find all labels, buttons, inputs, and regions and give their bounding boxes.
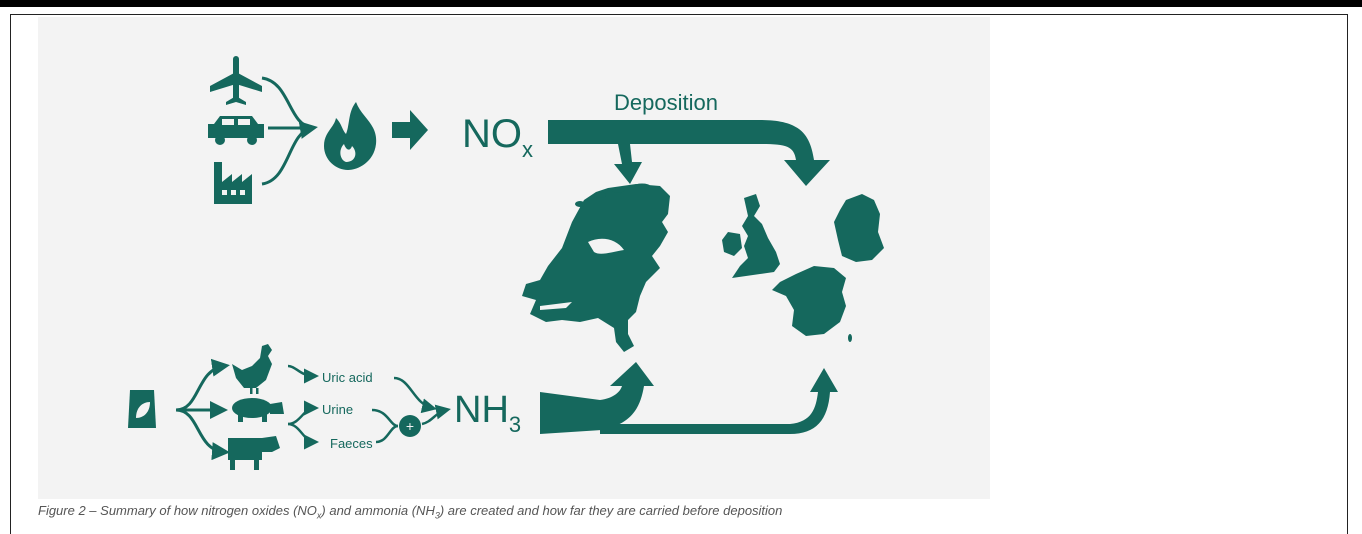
feed-bag-icon: [128, 390, 156, 428]
pig-icon: [232, 398, 284, 422]
nh3-label: NH3: [454, 389, 521, 437]
airplane-icon: [210, 56, 262, 105]
content-frame: [10, 14, 1348, 534]
uric-acid-label: Uric acid: [322, 370, 373, 385]
nox-label: NOx: [462, 112, 533, 162]
urine-label: Urine: [322, 402, 353, 417]
nox-deposition-arrow: [548, 120, 830, 186]
factory-icon: [214, 162, 252, 204]
deposition-label: Deposition: [614, 90, 718, 115]
faeces-label: Faeces: [330, 436, 373, 451]
germany-map: [834, 194, 884, 262]
top-rule: [0, 0, 1362, 7]
feed-to-animals-connector: [175, 358, 230, 461]
animal-output-connectors: [287, 364, 451, 450]
figure-background: [38, 17, 990, 499]
figure-caption: Figure 2 – Summary of how nitrogen oxide…: [38, 503, 783, 521]
nh3-deposition-arrow: [540, 362, 838, 434]
plus-circle: [399, 415, 421, 437]
chicken-icon: [232, 344, 272, 394]
combustion-arrow: [392, 110, 428, 150]
netherlands-map: [522, 184, 670, 352]
estuary-water: [540, 302, 572, 310]
uk-map: [722, 194, 780, 278]
ijsselmeer-water: [588, 238, 624, 254]
nitrogen-diagram: NOx Deposition: [128, 56, 884, 470]
wadden-islands: [575, 183, 650, 207]
car-icon: [208, 116, 264, 145]
france-map: [772, 266, 852, 342]
cow-icon: [228, 436, 280, 470]
emission-sources-connector: [261, 76, 318, 186]
plus-symbol: +: [406, 418, 414, 434]
flame-icon: [324, 102, 377, 170]
